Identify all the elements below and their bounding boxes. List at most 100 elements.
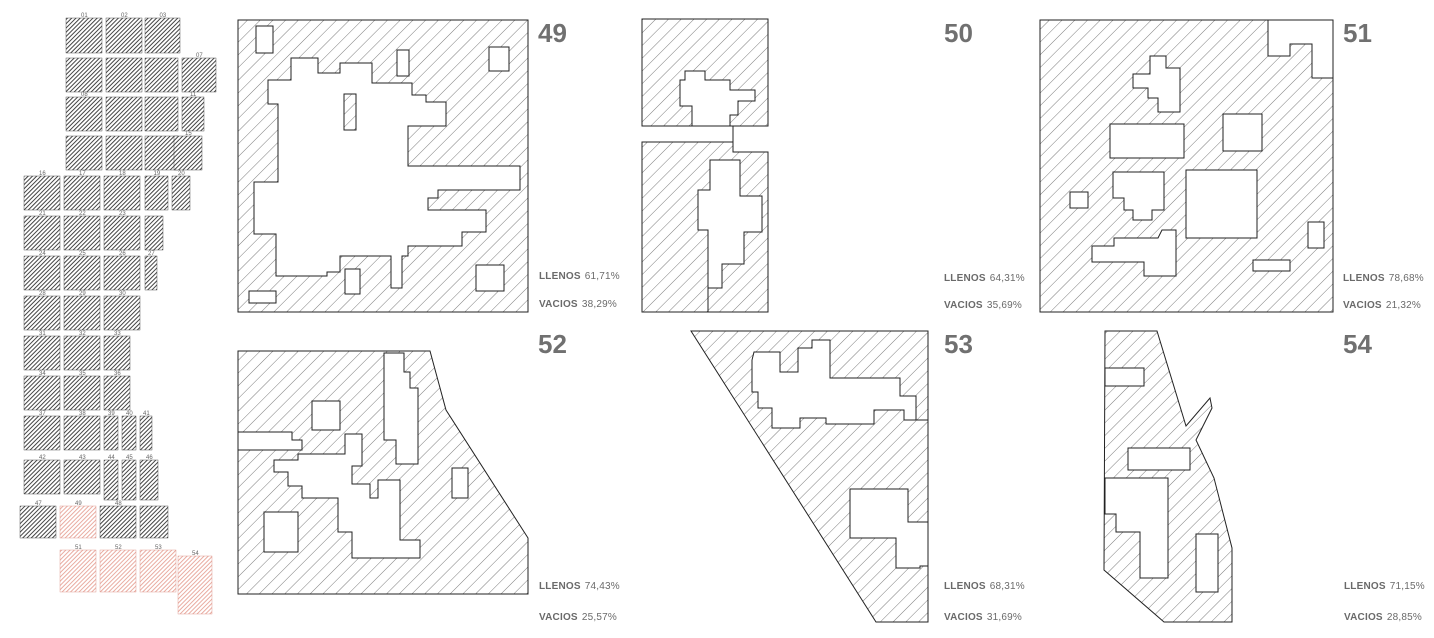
vacios-value: 38,29% [581,299,617,310]
keymap-block-18 [103,175,141,211]
keymap-block-37 [23,415,61,451]
keymap-block-27 [144,255,158,291]
keymap-label-31: 31 [39,331,46,337]
block-54-plan [1103,330,1233,623]
block-number-49: 49 [538,18,567,48]
keymap-label-30: 30 [119,291,126,297]
keymap-block-32 [63,335,101,371]
vacios-value: 21,32% [1385,300,1421,311]
vacios-value: 28,85% [1386,612,1422,623]
keymap-block-26 [103,255,141,291]
keymap-label-03: 03 [160,13,167,19]
keymap-label-36: 36 [114,371,121,377]
keymap-block-30 [103,295,141,331]
block-number-53: 53 [944,329,973,359]
keymap-block-08 [65,96,103,132]
keymap-block-07 [181,57,217,93]
keymap-block-49 [59,505,97,539]
keymap-label-45: 45 [126,455,133,461]
keymap-block-38 [63,415,101,451]
keymap-block-36 [103,375,131,411]
llenos-value: 71,15% [1389,581,1425,592]
keymap-block-03 [144,17,181,54]
keymap-label-29: 29 [79,291,86,297]
keymap-label-08: 08 [81,92,88,98]
keymap-label-39: 39 [108,411,115,417]
llenos-label: LLENOS [944,273,986,284]
block-51-plan [1039,19,1334,313]
vacios-value: 31,69% [986,612,1022,623]
keymap-block-43 [63,459,101,495]
llenos-label: LLENOS [539,581,581,592]
keymap-block-39 [103,415,119,451]
keymap-block-17 [63,175,101,211]
keymap-label-21: 21 [39,211,46,217]
keymap-label-22: 22 [79,211,86,217]
llenos-value: 78,68% [1388,273,1424,284]
keymap-label-11: 11 [190,92,197,98]
keymap-block-21 [23,215,61,251]
keymap-block-29 [63,295,101,331]
keymap-label-07: 07 [196,53,203,59]
vacios-label: VACIOS [944,612,983,623]
keymap-label-32: 32 [79,331,86,337]
keymap-block-25 [63,255,101,291]
keymap-block-51 [59,549,97,593]
llenos-value: 68,31% [989,581,1025,592]
keymap-label-54: 54 [192,551,199,557]
llenos-label: LLENOS [1344,581,1386,592]
keymap-block-42 [23,459,61,495]
vacios-label: VACIOS [539,612,578,623]
keymap-block-46 [139,459,159,501]
keymap-block [65,57,103,93]
block-50-plan [641,18,769,313]
keymap-label-18: 18 [119,171,126,177]
keymap-block-47 [19,505,57,539]
keymap-block-15 [173,135,203,171]
keymap-block-48 [99,505,137,539]
keymap-label-49: 49 [75,501,82,507]
keymap-block-34 [23,375,61,411]
keymap-label-27: 27 [148,251,155,257]
keymap-label-44: 44 [108,455,115,461]
keymap-label-28: 28 [39,291,46,297]
keymap-block-19 [144,175,169,211]
keymap-label-53: 53 [155,545,162,551]
vacios-label: VACIOS [1344,612,1383,623]
keymap-label-34: 34 [39,371,46,377]
keymap-label-51: 51 [75,545,82,551]
keymap-label-38: 38 [79,411,86,417]
keymap-label-47: 47 [35,501,42,507]
keymap-block-22 [63,215,101,251]
llenos-value: 74,43% [584,581,620,592]
keymap-block [144,135,179,171]
keymap-label-02: 02 [121,13,128,19]
keymap-block-24 [23,255,61,291]
keymap-label-40: 40 [126,411,133,417]
keymap-label-37: 37 [39,411,46,417]
keymap-block-44 [103,459,119,501]
llenos-label: LLENOS [1343,273,1385,284]
keymap-block-53 [139,549,177,593]
block-number-51: 51 [1343,18,1372,48]
keymap-label-33: 33 [114,331,121,337]
llenos-value: 61,71% [584,271,620,282]
keymap-block-01 [65,17,103,54]
keymap-block-11 [181,96,205,132]
keymap-block-28 [23,295,61,331]
keymap-block-35 [63,375,101,411]
keymap-block-20 [171,175,191,211]
keymap-block [144,96,179,132]
keymap-block-23 [103,215,141,251]
